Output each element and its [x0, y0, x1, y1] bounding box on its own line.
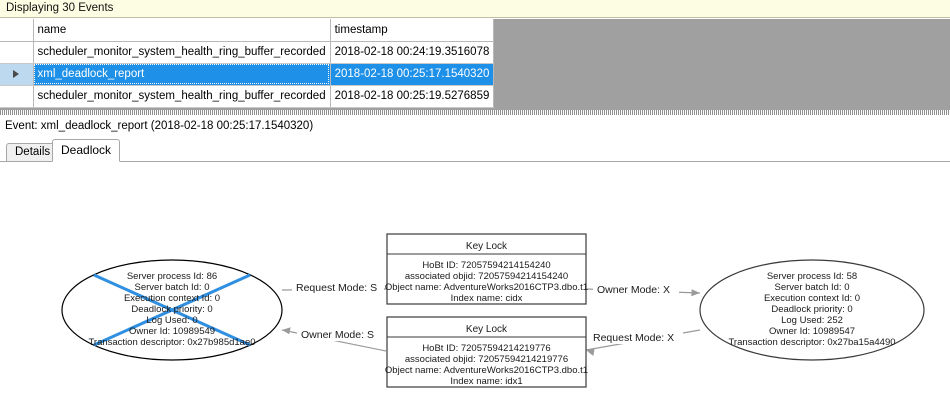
table-row[interactable]: xml_deadlock_report 2018-02-18 00:25:17.…	[0, 63, 495, 86]
displaying-events-status: Displaying 30 Events	[0, 0, 950, 18]
edge-label-top-owner-right: Owner Mode: X	[593, 282, 679, 296]
process-right-line-3: Deadlock priority: 0	[771, 304, 852, 315]
keylock-top-box[interactable]	[386, 233, 587, 305]
process-left-line-0: Server process Id: 86	[127, 271, 217, 282]
row-selector-cell[interactable]	[0, 41, 34, 64]
process-left-line-4: Log Used: 0	[146, 315, 197, 326]
table-row[interactable]: scheduler_monitor_system_health_ring_buf…	[0, 85, 495, 108]
keylock-bottom-box[interactable]	[386, 316, 587, 388]
process-node-left[interactable]: Server process Id: 86 Server batch Id: 0…	[61, 259, 283, 361]
victim-cross-icon	[93, 273, 251, 347]
edge-label-bottom-owner-left: Owner Mode: S	[297, 327, 383, 341]
svg-text:Owner Mode: X: Owner Mode: X	[597, 284, 670, 296]
cell-timestamp[interactable]: 2018-02-18 00:25:19.5276859	[330, 85, 495, 108]
resource-node-keylock-bottom[interactable]: Key Lock HoBt ID: 72057594214219776 asso…	[385, 316, 588, 388]
tab-deadlock[interactable]: Deadlock	[52, 139, 121, 162]
column-header-selector[interactable]	[0, 19, 34, 42]
keylock-top-line-2: Object name: AdventureWorks2016CTP3.dbo.…	[385, 282, 588, 293]
process-left-line-1: Server batch Id: 0	[135, 282, 210, 293]
events-table[interactable]: name timestamp scheduler_monitor_system_…	[0, 19, 495, 108]
edge-label-right-request-bottom: Request Mode: X	[589, 330, 683, 344]
deadlock-graph-canvas[interactable]: Request Mode: S Owner Mode: X Owner Mode…	[0, 161, 950, 400]
tab-strip[interactable]: Details Deadlock	[0, 139, 950, 162]
event-detail-header: Event: xml_deadlock_report (2018-02-18 0…	[0, 116, 950, 136]
process-left-line-6: Transaction descriptor: 0x27b985d1ae0	[88, 337, 255, 348]
resource-node-keylock-top[interactable]: Key Lock HoBt ID: 72057594214154240 asso…	[385, 233, 588, 305]
table-header-row: name timestamp	[0, 19, 495, 42]
keylock-top-line-3: Index name: cidx	[451, 293, 523, 304]
process-right-line-0: Server process Id: 58	[767, 271, 857, 282]
row-selector-cell[interactable]	[0, 85, 34, 108]
keylock-bottom-line-3: Index name: idx1	[450, 376, 522, 387]
keylock-bottom-line-2: Object name: AdventureWorks2016CTP3.dbo.…	[385, 365, 588, 376]
current-row-arrow-icon	[13, 69, 20, 78]
process-left-line-2: Execution context Id: 0	[124, 293, 220, 304]
cell-timestamp[interactable]: 2018-02-18 00:24:19.3516078	[330, 41, 495, 64]
column-header-timestamp[interactable]: timestamp	[330, 19, 495, 42]
table-row[interactable]: scheduler_monitor_system_health_ring_buf…	[0, 41, 495, 64]
process-left-line-3: Deadlock priority: 0	[131, 304, 212, 315]
keylock-top-line-1: associated objid: 72057594214154240	[405, 271, 568, 282]
process-right-line-6: Transaction descriptor: 0x27ba15a4490	[728, 337, 895, 348]
process-right-line-4: Log Used: 252	[781, 315, 843, 326]
process-node-right-ellipse[interactable]	[699, 259, 925, 361]
svg-text:Request Mode: X: Request Mode: X	[593, 332, 674, 344]
cell-timestamp[interactable]: 2018-02-18 00:25:17.1540320	[330, 63, 495, 86]
process-right-line-5: Owner Id: 10989547	[769, 326, 855, 337]
svg-text:Owner Mode: S: Owner Mode: S	[301, 329, 374, 341]
cell-name[interactable]: xml_deadlock_report	[33, 63, 331, 86]
process-right-line-2: Execution context Id: 0	[764, 293, 860, 304]
svg-text:Request Mode: S: Request Mode: S	[296, 282, 377, 294]
horizontal-splitter[interactable]	[0, 110, 950, 115]
keylock-bottom-title: Key Lock	[466, 324, 508, 335]
row-selector-cell[interactable]	[0, 63, 34, 86]
process-node-right[interactable]: Server process Id: 58 Server batch Id: 0…	[699, 259, 925, 361]
keylock-top-title: Key Lock	[466, 241, 508, 252]
keylock-bottom-line-1: associated objid: 72057594214219776	[405, 354, 568, 365]
process-left-line-5: Owner Id: 10989549	[129, 326, 215, 337]
cell-name[interactable]: scheduler_monitor_system_health_ring_buf…	[33, 41, 331, 64]
edge-label-left-request-top: Request Mode: S	[292, 280, 384, 294]
events-grid[interactable]: name timestamp scheduler_monitor_system_…	[0, 19, 950, 110]
process-right-line-1: Server batch Id: 0	[775, 282, 850, 293]
keylock-bottom-line-0: HoBt ID: 72057594214219776	[422, 343, 550, 354]
keylock-top-line-0: HoBt ID: 72057594214154240	[422, 260, 550, 271]
cell-name[interactable]: scheduler_monitor_system_health_ring_buf…	[33, 85, 331, 108]
column-header-name[interactable]: name	[33, 19, 331, 42]
